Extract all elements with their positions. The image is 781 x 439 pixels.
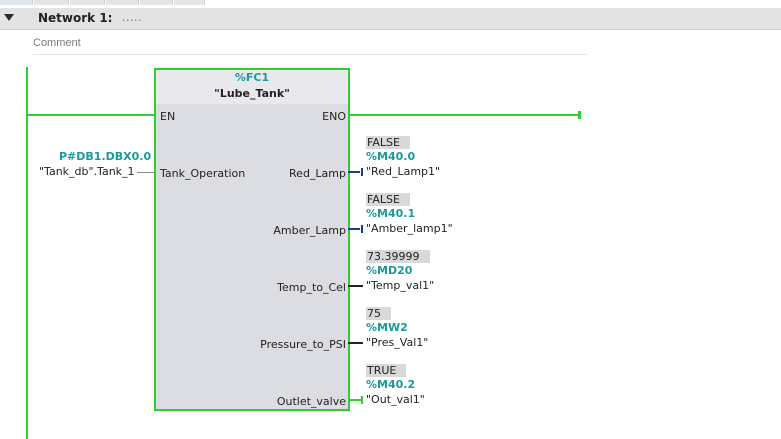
address-temp: %MD20: [366, 264, 413, 277]
contact-end-outlet-valve: [361, 396, 363, 404]
network-header[interactable]: Network 1: .....: [0, 8, 781, 30]
address-outlet-valve: %M40.2: [366, 378, 416, 391]
editor-tab-strip: [0, 0, 781, 5]
output-pin-red-lamp[interactable]: Red_Lamp: [289, 167, 346, 180]
tag-red-lamp[interactable]: "Red_Lamp1": [366, 165, 441, 178]
input-wire: [137, 172, 154, 173]
input-pin-tank-operation[interactable]: Tank_Operation: [160, 167, 246, 180]
editor-tab[interactable]: [0, 0, 33, 5]
monitor-value-pressure: 75: [366, 307, 391, 320]
power-rail: [26, 67, 28, 439]
tag-outlet-valve[interactable]: "Out_val1": [366, 393, 425, 406]
tag-temp[interactable]: "Temp_val1": [366, 279, 435, 292]
en-wire: [27, 114, 154, 116]
monitor-value-red-lamp: FALSE: [366, 136, 410, 149]
tag-pressure[interactable]: "Pres_Val1": [366, 336, 429, 349]
block-name[interactable]: "Lube_Tank": [214, 87, 290, 100]
function-block-lube-tank[interactable]: %FC1 "Lube_Tank" EN ENO Tank_Operation R…: [154, 68, 350, 411]
editor-tab[interactable]: [174, 0, 205, 5]
monitor-value-temp: 73.39999: [366, 250, 430, 263]
address-red-lamp: %M40.0: [366, 150, 416, 163]
monitor-value-amber-lamp: FALSE: [366, 193, 410, 206]
wire-red-lamp: [348, 171, 360, 173]
eno-pin[interactable]: ENO: [322, 110, 346, 123]
output-pin-pressure-to-psi[interactable]: Pressure_to_PSI: [260, 338, 346, 351]
wire-temp: [348, 285, 363, 287]
tag-amber-lamp[interactable]: "Amber_lamp1": [366, 222, 453, 235]
fc-number: %FC1: [234, 71, 270, 84]
contact-end-amber-lamp: [361, 225, 363, 233]
contact-end-red-lamp: [361, 168, 363, 176]
editor-tab[interactable]: [34, 0, 69, 5]
address-amber-lamp: %M40.1: [366, 207, 416, 220]
collapse-triangle-icon[interactable]: [4, 14, 14, 21]
editor-tab[interactable]: [106, 0, 139, 5]
en-pin[interactable]: EN: [160, 110, 176, 123]
editor-tab[interactable]: [70, 0, 105, 5]
output-pin-temp-to-cel[interactable]: Temp_to_Cel: [277, 281, 346, 294]
input-address: P#DB1.DBX0.0: [59, 150, 152, 163]
address-pressure: %MW2: [366, 321, 408, 334]
wire-pressure: [348, 342, 363, 344]
network-comment[interactable]: Comment: [33, 34, 588, 55]
network-title: Network 1:: [38, 11, 113, 25]
output-pin-amber-lamp[interactable]: Amber_Lamp: [273, 224, 346, 237]
block-header: %FC1 "Lube_Tank": [156, 70, 348, 104]
input-tag[interactable]: "Tank_db".Tank_1: [39, 165, 135, 178]
wire-outlet-valve: [348, 399, 361, 401]
editor-tab[interactable]: [140, 0, 173, 5]
eno-wire-end: [578, 111, 581, 119]
output-pin-outlet-valve[interactable]: Outlet_valve: [276, 395, 346, 408]
monitor-value-outlet-valve: TRUE: [366, 364, 407, 377]
network-title-placeholder[interactable]: .....: [122, 11, 142, 24]
eno-wire: [348, 114, 580, 116]
wire-amber-lamp: [348, 228, 360, 230]
